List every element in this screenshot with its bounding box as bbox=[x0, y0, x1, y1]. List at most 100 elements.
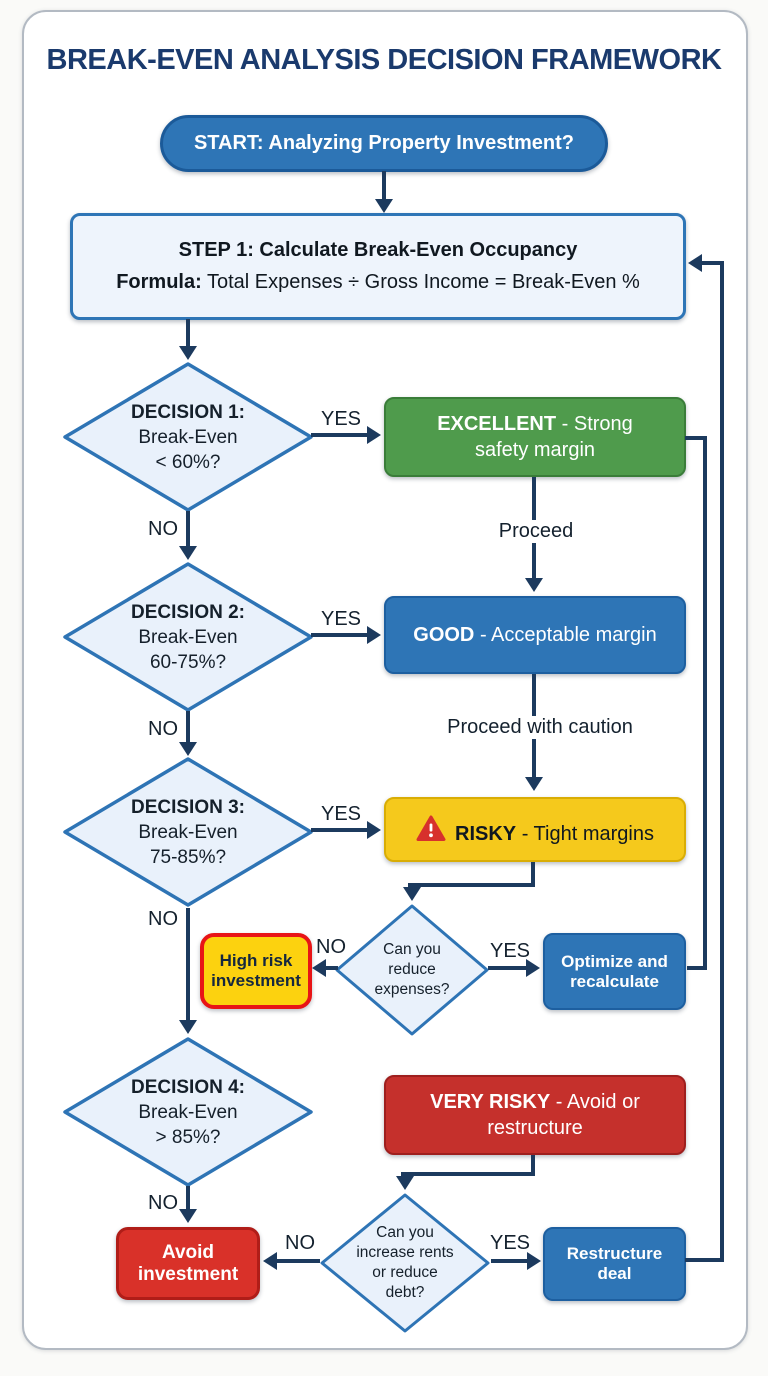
excellent-rest: - Strong safety margin bbox=[474, 413, 633, 461]
decision4-diamond: DECISION 4: Break-Even > 85%? bbox=[62, 1036, 314, 1188]
diamond-shape bbox=[320, 1193, 490, 1333]
arrow-decision1-no bbox=[186, 511, 190, 547]
arrowhead bbox=[403, 887, 421, 901]
step1-formula: Formula: Total Expenses ÷ Gross Income =… bbox=[116, 271, 640, 294]
arrow-decision3-no bbox=[186, 908, 190, 1020]
arrow-decision1-yes bbox=[311, 433, 369, 437]
reduce-expenses-diamond: Can you reduce expenses? bbox=[334, 903, 490, 1037]
arrowhead bbox=[688, 254, 702, 272]
label-proceed: Proceed bbox=[470, 520, 602, 543]
decision3-line2: 75-85%? bbox=[149, 846, 227, 868]
optimize-line1: Optimize and bbox=[561, 951, 668, 971]
avoid-line1: Avoid bbox=[161, 1241, 215, 1263]
risky-em: RISKY bbox=[455, 823, 517, 845]
arrowhead bbox=[375, 199, 393, 213]
very-risky-em: VERY RISKY bbox=[430, 1091, 551, 1113]
label-no-3: NO bbox=[148, 908, 178, 930]
label-yes-question2: YES bbox=[489, 1232, 531, 1254]
label-no-2: NO bbox=[148, 718, 178, 740]
arrowhead bbox=[179, 742, 197, 756]
page-title: BREAK-EVEN ANALYSIS DECISION FRAMEWORK bbox=[46, 44, 722, 76]
loop-restructure-h bbox=[685, 1258, 724, 1262]
arrowhead bbox=[527, 1252, 541, 1270]
good-rest: - Acceptable margin bbox=[474, 624, 657, 646]
label-yes-question1: YES bbox=[489, 940, 531, 962]
decision3-line1: Break-Even bbox=[138, 821, 238, 843]
very-risky-rest: - Avoid or restructure bbox=[487, 1091, 640, 1139]
arrowhead bbox=[367, 426, 381, 444]
label-no-4: NO bbox=[148, 1192, 178, 1214]
label-no-question1: NO bbox=[316, 936, 346, 958]
step1-formula-text: Total Expenses ÷ Gross Income = Break-Ev… bbox=[201, 271, 640, 293]
diamond-shape bbox=[63, 757, 313, 907]
label-no-1: NO bbox=[148, 518, 178, 540]
arrow-decision2-yes bbox=[311, 633, 369, 637]
arrow-start-to-step1 bbox=[382, 171, 386, 201]
decision4-title: DECISION 4: bbox=[130, 1076, 246, 1098]
arrowhead bbox=[179, 1020, 197, 1034]
arrow-question1-yes bbox=[488, 966, 526, 970]
diamond-shape bbox=[63, 562, 313, 712]
arrow-step1-to-decision1 bbox=[186, 319, 190, 347]
arrowhead bbox=[312, 959, 326, 977]
arrow-decision4-no bbox=[186, 1186, 190, 1210]
arrowhead bbox=[367, 626, 381, 644]
label-yes-3: YES bbox=[320, 803, 362, 825]
excellent-node: EXCELLENT - Strong safety margin bbox=[384, 397, 686, 477]
risky-rest: - Tight margins bbox=[516, 823, 654, 845]
warning-icon bbox=[416, 815, 446, 848]
loop-excellent-h bbox=[685, 436, 707, 440]
arrowhead bbox=[396, 1176, 414, 1190]
label-proceed-with-caution: Proceed with caution bbox=[420, 716, 660, 739]
reduce-expenses-line3: expenses? bbox=[374, 981, 450, 998]
label-yes-2: YES bbox=[320, 608, 362, 630]
arrowhead bbox=[263, 1252, 277, 1270]
decision2-diamond: DECISION 2: Break-Even 60-75%? bbox=[62, 561, 314, 713]
increase-rents-line1: Can you bbox=[376, 1224, 434, 1241]
loop-optimize-h bbox=[687, 966, 707, 970]
start-node: START: Analyzing Property Investment? bbox=[160, 115, 608, 172]
decision3-title: DECISION 3: bbox=[130, 796, 246, 818]
increase-rents-line4: debt? bbox=[385, 1284, 425, 1301]
decision1-title: DECISION 1: bbox=[130, 401, 246, 423]
restructure-line2: deal bbox=[597, 1264, 632, 1283]
step1-formula-label: Formula: bbox=[116, 271, 202, 293]
restructure-node: Restructure deal bbox=[543, 1227, 686, 1301]
arrow-veryrisky-to-question-h bbox=[401, 1172, 535, 1176]
start-label: START: Analyzing Property Investment? bbox=[193, 132, 575, 154]
loop-to-step1-h bbox=[700, 261, 724, 265]
arrowhead bbox=[525, 777, 543, 791]
arrowhead bbox=[526, 959, 540, 977]
arrow-question2-no bbox=[277, 1259, 320, 1263]
increase-rents-line2: increase rents bbox=[356, 1244, 454, 1261]
step1-title: STEP 1: Calculate Break-Even Occupancy bbox=[178, 239, 578, 261]
arrow-question2-yes bbox=[491, 1259, 527, 1263]
high-risk-line2: investment bbox=[211, 971, 301, 990]
good-em: GOOD bbox=[413, 624, 475, 646]
arrowhead bbox=[367, 821, 381, 839]
decision4-line1: Break-Even bbox=[138, 1101, 238, 1123]
decision1-line2: < 60%? bbox=[155, 451, 221, 473]
restructure-line1: Restructure bbox=[566, 1244, 663, 1263]
avoid-line2: investment bbox=[137, 1263, 239, 1285]
label-no-question2: NO bbox=[285, 1232, 315, 1254]
decision2-line1: Break-Even bbox=[138, 626, 238, 648]
decision1-line1: Break-Even bbox=[138, 426, 238, 448]
increase-rents-diamond: Can you increase rents or reduce debt? bbox=[319, 1192, 491, 1334]
arrowhead bbox=[179, 1209, 197, 1223]
arrow-veryrisky-to-question-v bbox=[531, 1155, 535, 1174]
reduce-expenses-line1: Can you bbox=[383, 941, 441, 958]
arrow-risky-to-question-v bbox=[531, 862, 535, 885]
arrow-risky-to-question-h bbox=[408, 883, 535, 887]
diamond-shape bbox=[63, 362, 313, 512]
excellent-em: EXCELLENT bbox=[437, 413, 557, 435]
increase-rents-line3: or reduce bbox=[372, 1264, 438, 1281]
arrowhead bbox=[525, 578, 543, 592]
good-node: GOOD - Acceptable margin bbox=[384, 596, 686, 674]
arrow-decision3-yes bbox=[311, 828, 369, 832]
diamond-shape bbox=[63, 1037, 313, 1187]
decision1-diamond: DECISION 1: Break-Even < 60%? bbox=[62, 361, 314, 513]
decision4-line2: > 85%? bbox=[155, 1126, 221, 1148]
very-risky-node: VERY RISKY - Avoid or restructure bbox=[384, 1075, 686, 1155]
